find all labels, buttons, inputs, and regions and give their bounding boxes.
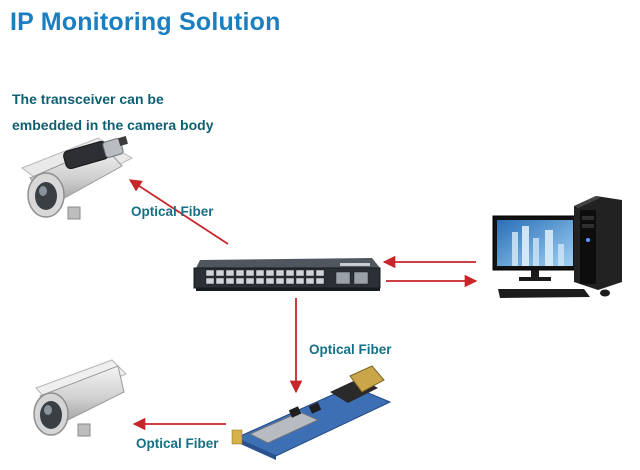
- switch-port: [265, 269, 275, 277]
- switch-port: [285, 277, 295, 285]
- switch-port: [205, 269, 215, 277]
- arrow-switch-to-camera-top: [128, 179, 229, 245]
- switch-port: [245, 277, 255, 285]
- switch-port: [265, 277, 275, 285]
- switch-port: [235, 269, 245, 277]
- switch-port: [215, 277, 225, 285]
- switch-port: [225, 269, 235, 277]
- switch-port: [315, 269, 325, 277]
- switch-port: [315, 277, 325, 285]
- page-title: IP Monitoring Solution: [10, 8, 281, 36]
- computer-icon: [492, 196, 622, 298]
- switch-port: [305, 277, 315, 285]
- camera-bottom-icon: [33, 359, 127, 437]
- switch-port: [225, 277, 235, 285]
- switch-port: [255, 277, 265, 285]
- switch-port: [255, 269, 265, 277]
- switch-port: [275, 277, 285, 285]
- switch-port: [295, 269, 305, 277]
- switch-port: [305, 269, 315, 277]
- embedded-transceiver-icon: [63, 136, 128, 170]
- switch-ports: [205, 269, 325, 285]
- note-line-1: The transceiver can be: [12, 91, 164, 107]
- switch-port: [215, 269, 225, 277]
- switch-port: [235, 277, 245, 285]
- switch-port: [295, 277, 305, 285]
- converter-icon: [231, 365, 392, 460]
- optical-fiber-label-bottom: Optical Fiber: [136, 436, 219, 451]
- switch-port: [205, 277, 215, 285]
- switch-port: [285, 269, 295, 277]
- switch-port: [245, 269, 255, 277]
- optical-fiber-label-middle: Optical Fiber: [309, 342, 392, 357]
- optical-fiber-label-top: Optical Fiber: [131, 204, 214, 219]
- transceiver-note: The transceiver can be embedded in the c…: [12, 86, 272, 138]
- note-line-2: embedded in the camera body: [12, 117, 214, 133]
- switch-port: [275, 269, 285, 277]
- switch-icon: [193, 258, 381, 291]
